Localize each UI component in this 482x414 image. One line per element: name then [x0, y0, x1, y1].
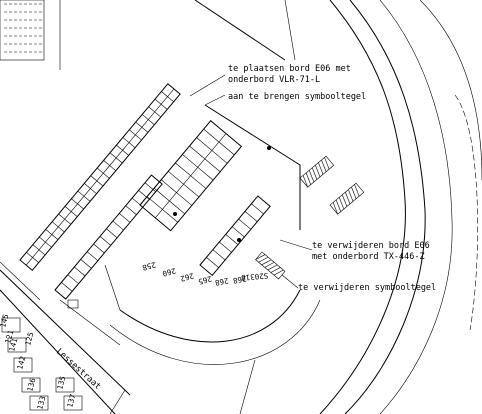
parcel-label: 133: [35, 395, 47, 410]
parcel-label: 135: [55, 375, 67, 390]
house-number: 268: [214, 276, 229, 287]
parking-row-upper: [19, 83, 181, 271]
top-left-building: [0, 0, 45, 61]
hatched-slots-right: [255, 155, 365, 280]
annotation-sign-e06-line2: onderbord VLR-71-L: [228, 75, 320, 85]
parcel-label: 136: [25, 377, 37, 393]
annotation-remove-sign-line1: te verwijderen bord E06: [312, 241, 430, 251]
parcel-label: 142: [15, 355, 27, 370]
house-number: 265: [197, 274, 212, 286]
parcel-label: 121: [3, 329, 15, 344]
house-number: 268: [232, 274, 247, 285]
parking-row-right: [199, 195, 271, 276]
sign-markers: [173, 146, 271, 242]
annotation-sign-e06-line1: te plaatsen bord E06 met: [228, 64, 351, 74]
annotation-remove-sign-line2: met onderbord TX-446-Z: [312, 252, 425, 262]
leader-lines: [189, 74, 313, 289]
parcel-label: 145: [0, 313, 10, 328]
annotation-symbol-tile-remove: te verwijderen symbooltegel: [298, 283, 436, 293]
house-number: 262: [179, 271, 194, 283]
parcel-label: 141: [7, 337, 19, 352]
annotation-symbol-tile-add: aan te brengen symbooltegel: [228, 92, 366, 102]
parking-row-lower: [54, 174, 163, 300]
house-number: S20318: [240, 271, 268, 282]
house-number: 258: [141, 260, 157, 272]
parcel-label: 125: [23, 331, 35, 346]
house-number: 260: [161, 266, 177, 278]
house-plots: [1, 299, 83, 411]
parcel-label: 137: [65, 393, 77, 408]
parking-island-center: [139, 120, 243, 232]
